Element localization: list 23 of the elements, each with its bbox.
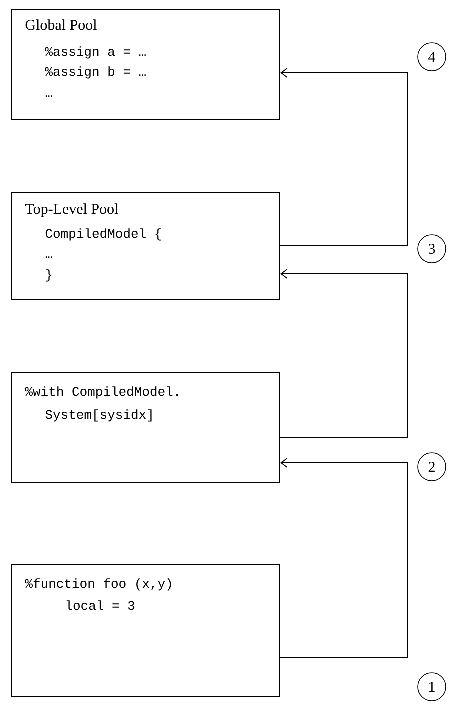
step-number: 4 (418, 42, 446, 72)
step-number: 2 (418, 452, 446, 482)
step-number: 1 (418, 672, 446, 702)
code-line: … (46, 256, 52, 258)
heading: Global Pool (26, 20, 97, 30)
arrow (280, 458, 408, 658)
code-box (12, 10, 280, 120)
arrow (280, 68, 408, 246)
code-line: %assign b = … (45, 66, 146, 79)
code-line: } (46, 270, 52, 282)
code-line: local = 3 (66, 600, 135, 610)
code-line: %function foo (x,y) (25, 578, 172, 591)
code-line: System[sysidx] (46, 410, 152, 422)
code-box (12, 372, 280, 484)
arrow (280, 269, 408, 438)
code-line: … (46, 96, 52, 97)
step-number: 3 (418, 234, 446, 264)
heading: Top-Level Pool (25, 204, 118, 218)
code-line: CompiledModel { (46, 228, 162, 241)
code-line: %with CompiledModel. (25, 386, 178, 399)
code-box (12, 192, 280, 300)
code-line: %assign a = … (45, 46, 146, 59)
code-box (12, 564, 280, 698)
